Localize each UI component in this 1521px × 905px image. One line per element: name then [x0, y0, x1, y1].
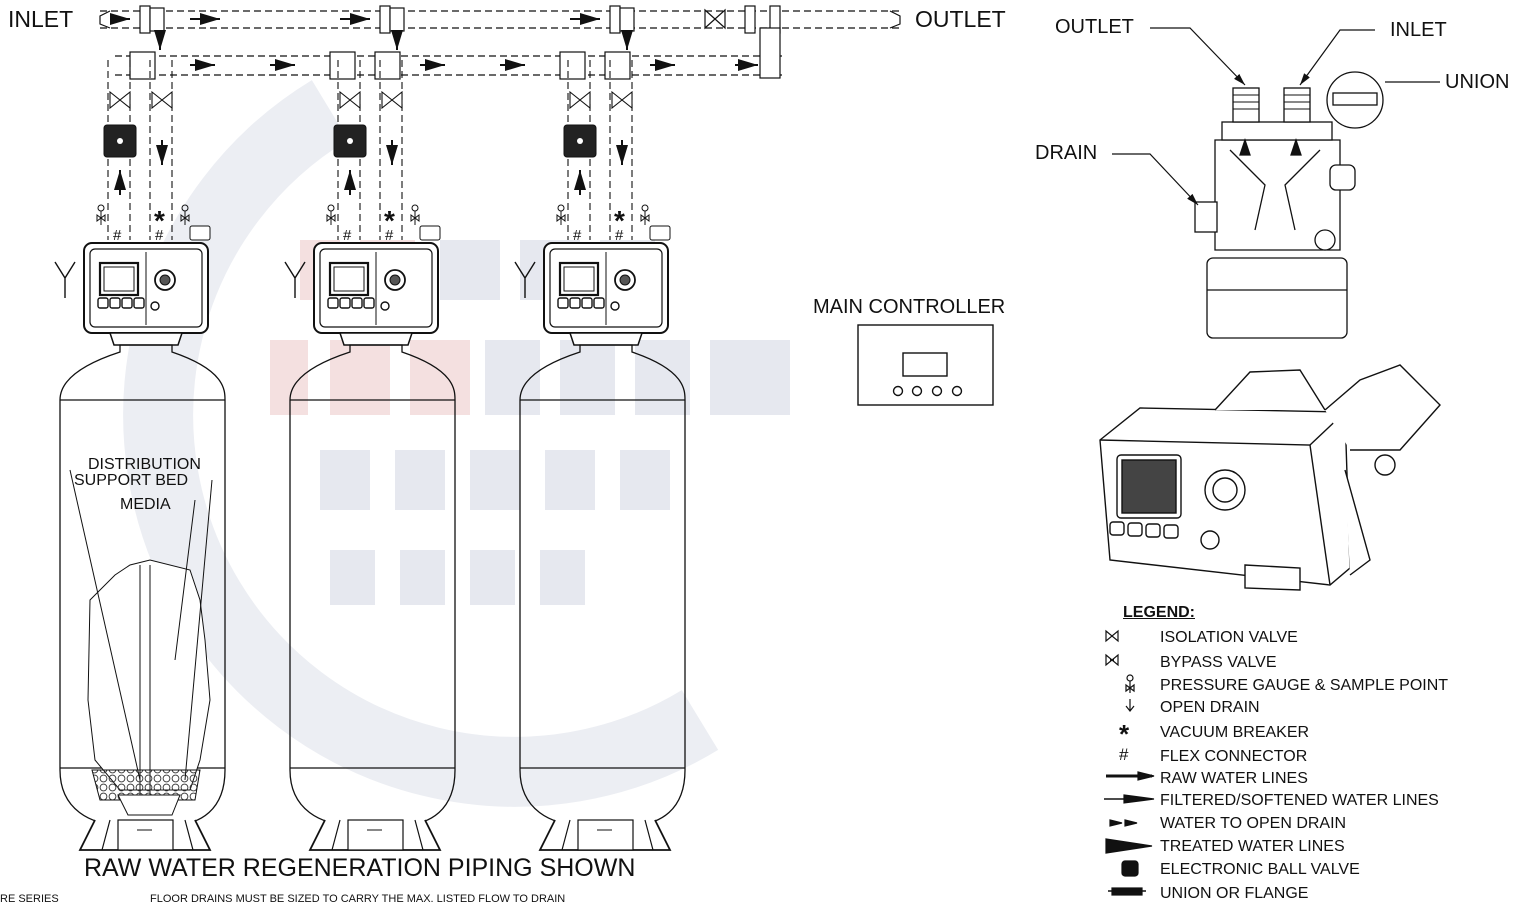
outlet-label: OUTLET — [915, 6, 1006, 32]
isolation-valve-icon — [109, 90, 131, 110]
legend-item-label: BYPASS VALVE — [1160, 654, 1277, 671]
legend-item: OPEN DRAIN — [1105, 696, 1505, 718]
flex-connector-icon: # — [573, 227, 582, 244]
header-flow-arrows — [110, 13, 758, 71]
legend-title: LEGEND: — [1123, 604, 1195, 621]
header-bypass-valve — [704, 8, 726, 30]
pressure-gauge-icon — [556, 204, 650, 225]
drain-line-icon — [1109, 819, 1138, 827]
vacuum-breaker-icon: * — [614, 205, 625, 236]
treated-line-icon — [1105, 838, 1153, 854]
legend-item: ELECTRONIC BALL VALVE — [1105, 858, 1505, 880]
legend-symbols — [1104, 629, 1155, 896]
tank-cutaway — [69, 469, 213, 816]
control-valve-head — [83, 242, 209, 346]
legend-item: PRESSURE GAUGE & SAMPLE POINT — [1105, 674, 1505, 696]
legend-item-label: VACUUM BREAKER — [1160, 724, 1310, 741]
union-flange-icon — [1108, 887, 1146, 896]
isolation-valve-icon — [339, 90, 361, 110]
flex-connector-icon: # — [1119, 745, 1129, 764]
distribution-label: DISTRIBUTION — [88, 456, 201, 473]
vacuum-breaker-icon: * — [384, 205, 395, 236]
legend-item-label: ISOLATION VALVE — [1160, 629, 1298, 646]
watermark-logo — [123, 80, 790, 807]
footnote-series: RE SERIES — [0, 893, 59, 905]
legend-item: UNION OR FLANGE — [1105, 882, 1505, 904]
legend-item-label: OPEN DRAIN — [1160, 699, 1260, 716]
control-valve-head — [313, 242, 439, 346]
vacuum-breaker-icon: * — [1119, 719, 1130, 749]
isolation-valve-icon — [611, 90, 633, 110]
inlet-header — [100, 10, 900, 76]
flex-connector-icon: # — [113, 227, 122, 244]
legend-item: VACUUM BREAKER * — [1105, 719, 1505, 749]
legend-item: ISOLATION VALVE — [1105, 626, 1505, 648]
legend-item: FLEX CONNECTOR # — [1105, 745, 1505, 767]
tank-base — [538, 819, 672, 851]
open-drain-icon — [1125, 699, 1135, 712]
media-label: MEDIA — [120, 496, 171, 513]
legend-item-label: UNION OR FLANGE — [1160, 885, 1309, 902]
legend-item: WATER TO OPEN DRAIN — [1105, 812, 1505, 834]
legend-item-label: TREATED WATER LINES — [1160, 838, 1345, 855]
ball-valve-icon — [1121, 860, 1139, 877]
drain-branch — [514, 261, 536, 298]
control-valve-3d — [1099, 364, 1441, 591]
drain-label: DRAIN — [1035, 142, 1098, 164]
legend-item: RAW WATER LINES — [1105, 767, 1505, 789]
control-valve-head — [543, 242, 669, 346]
isolation-valve-icon — [151, 90, 173, 110]
pressure-gauge-icon — [1125, 674, 1135, 693]
drain-branch — [54, 261, 76, 298]
legend-item: FILTERED/SOFTENED WATER LINES — [1105, 789, 1505, 811]
diagram-title: RAW WATER REGENERATION PIPING SHOWN — [84, 854, 636, 882]
legend-item-label: PRESSURE GAUGE & SAMPLE POINT — [1160, 677, 1449, 694]
vacuum-breaker-icon: * — [154, 205, 165, 236]
header-fittings — [99, 5, 901, 80]
inlet-label: INLET — [8, 6, 74, 32]
raw-water-line-icon — [1106, 771, 1155, 781]
flex-connector-icon: # — [155, 227, 164, 244]
bypass-valve-icon — [1105, 653, 1119, 667]
legend-item-label: WATER TO OPEN DRAIN — [1160, 815, 1347, 832]
tank-base — [308, 819, 442, 851]
isolation-valve-icon — [381, 90, 403, 110]
main-controller-label: MAIN CONTROLLER — [813, 296, 1006, 318]
tank-base — [78, 819, 212, 851]
softener-unit: *## — [514, 60, 686, 851]
legend-item: TREATED WATER LINES — [1105, 835, 1505, 857]
flex-connector-icon: # — [385, 227, 394, 244]
drain-branch — [284, 261, 306, 298]
legend-item-label: RAW WATER LINES — [1160, 770, 1308, 787]
softener-units: *##*##*## — [54, 60, 686, 851]
legend-item-label: ELECTRONIC BALL VALVE — [1160, 861, 1360, 878]
valve-inlet-label: INLET — [1390, 19, 1447, 41]
union-label: UNION — [1445, 71, 1510, 93]
support-bed-label: SUPPORT BED — [74, 472, 189, 489]
flex-connector-icon: # — [343, 227, 352, 244]
valve-body-detail — [1194, 71, 1384, 339]
legend-item: BYPASS VALVE — [1105, 651, 1505, 673]
softener-unit: *## — [54, 60, 226, 851]
pressure-gauge-icon — [96, 204, 190, 225]
main-controller-panel — [857, 324, 994, 406]
isolation-valve-icon — [1105, 629, 1119, 643]
valve-outlet-label: OUTLET — [1055, 16, 1134, 38]
softener-unit: *## — [284, 60, 456, 851]
flex-connector-icon: # — [615, 227, 624, 244]
footnote-drain: FLOOR DRAINS MUST BE SIZED TO CARRY THE … — [150, 893, 566, 905]
isolation-valve-icon — [569, 90, 591, 110]
pressure-gauge-icon — [326, 204, 420, 225]
valve-leader-lines — [1112, 27, 1440, 206]
legend-item-label: FILTERED/SOFTENED WATER LINES — [1160, 792, 1439, 809]
filtered-line-icon — [1104, 794, 1155, 804]
legend-item-label: FLEX CONNECTOR — [1160, 748, 1308, 765]
